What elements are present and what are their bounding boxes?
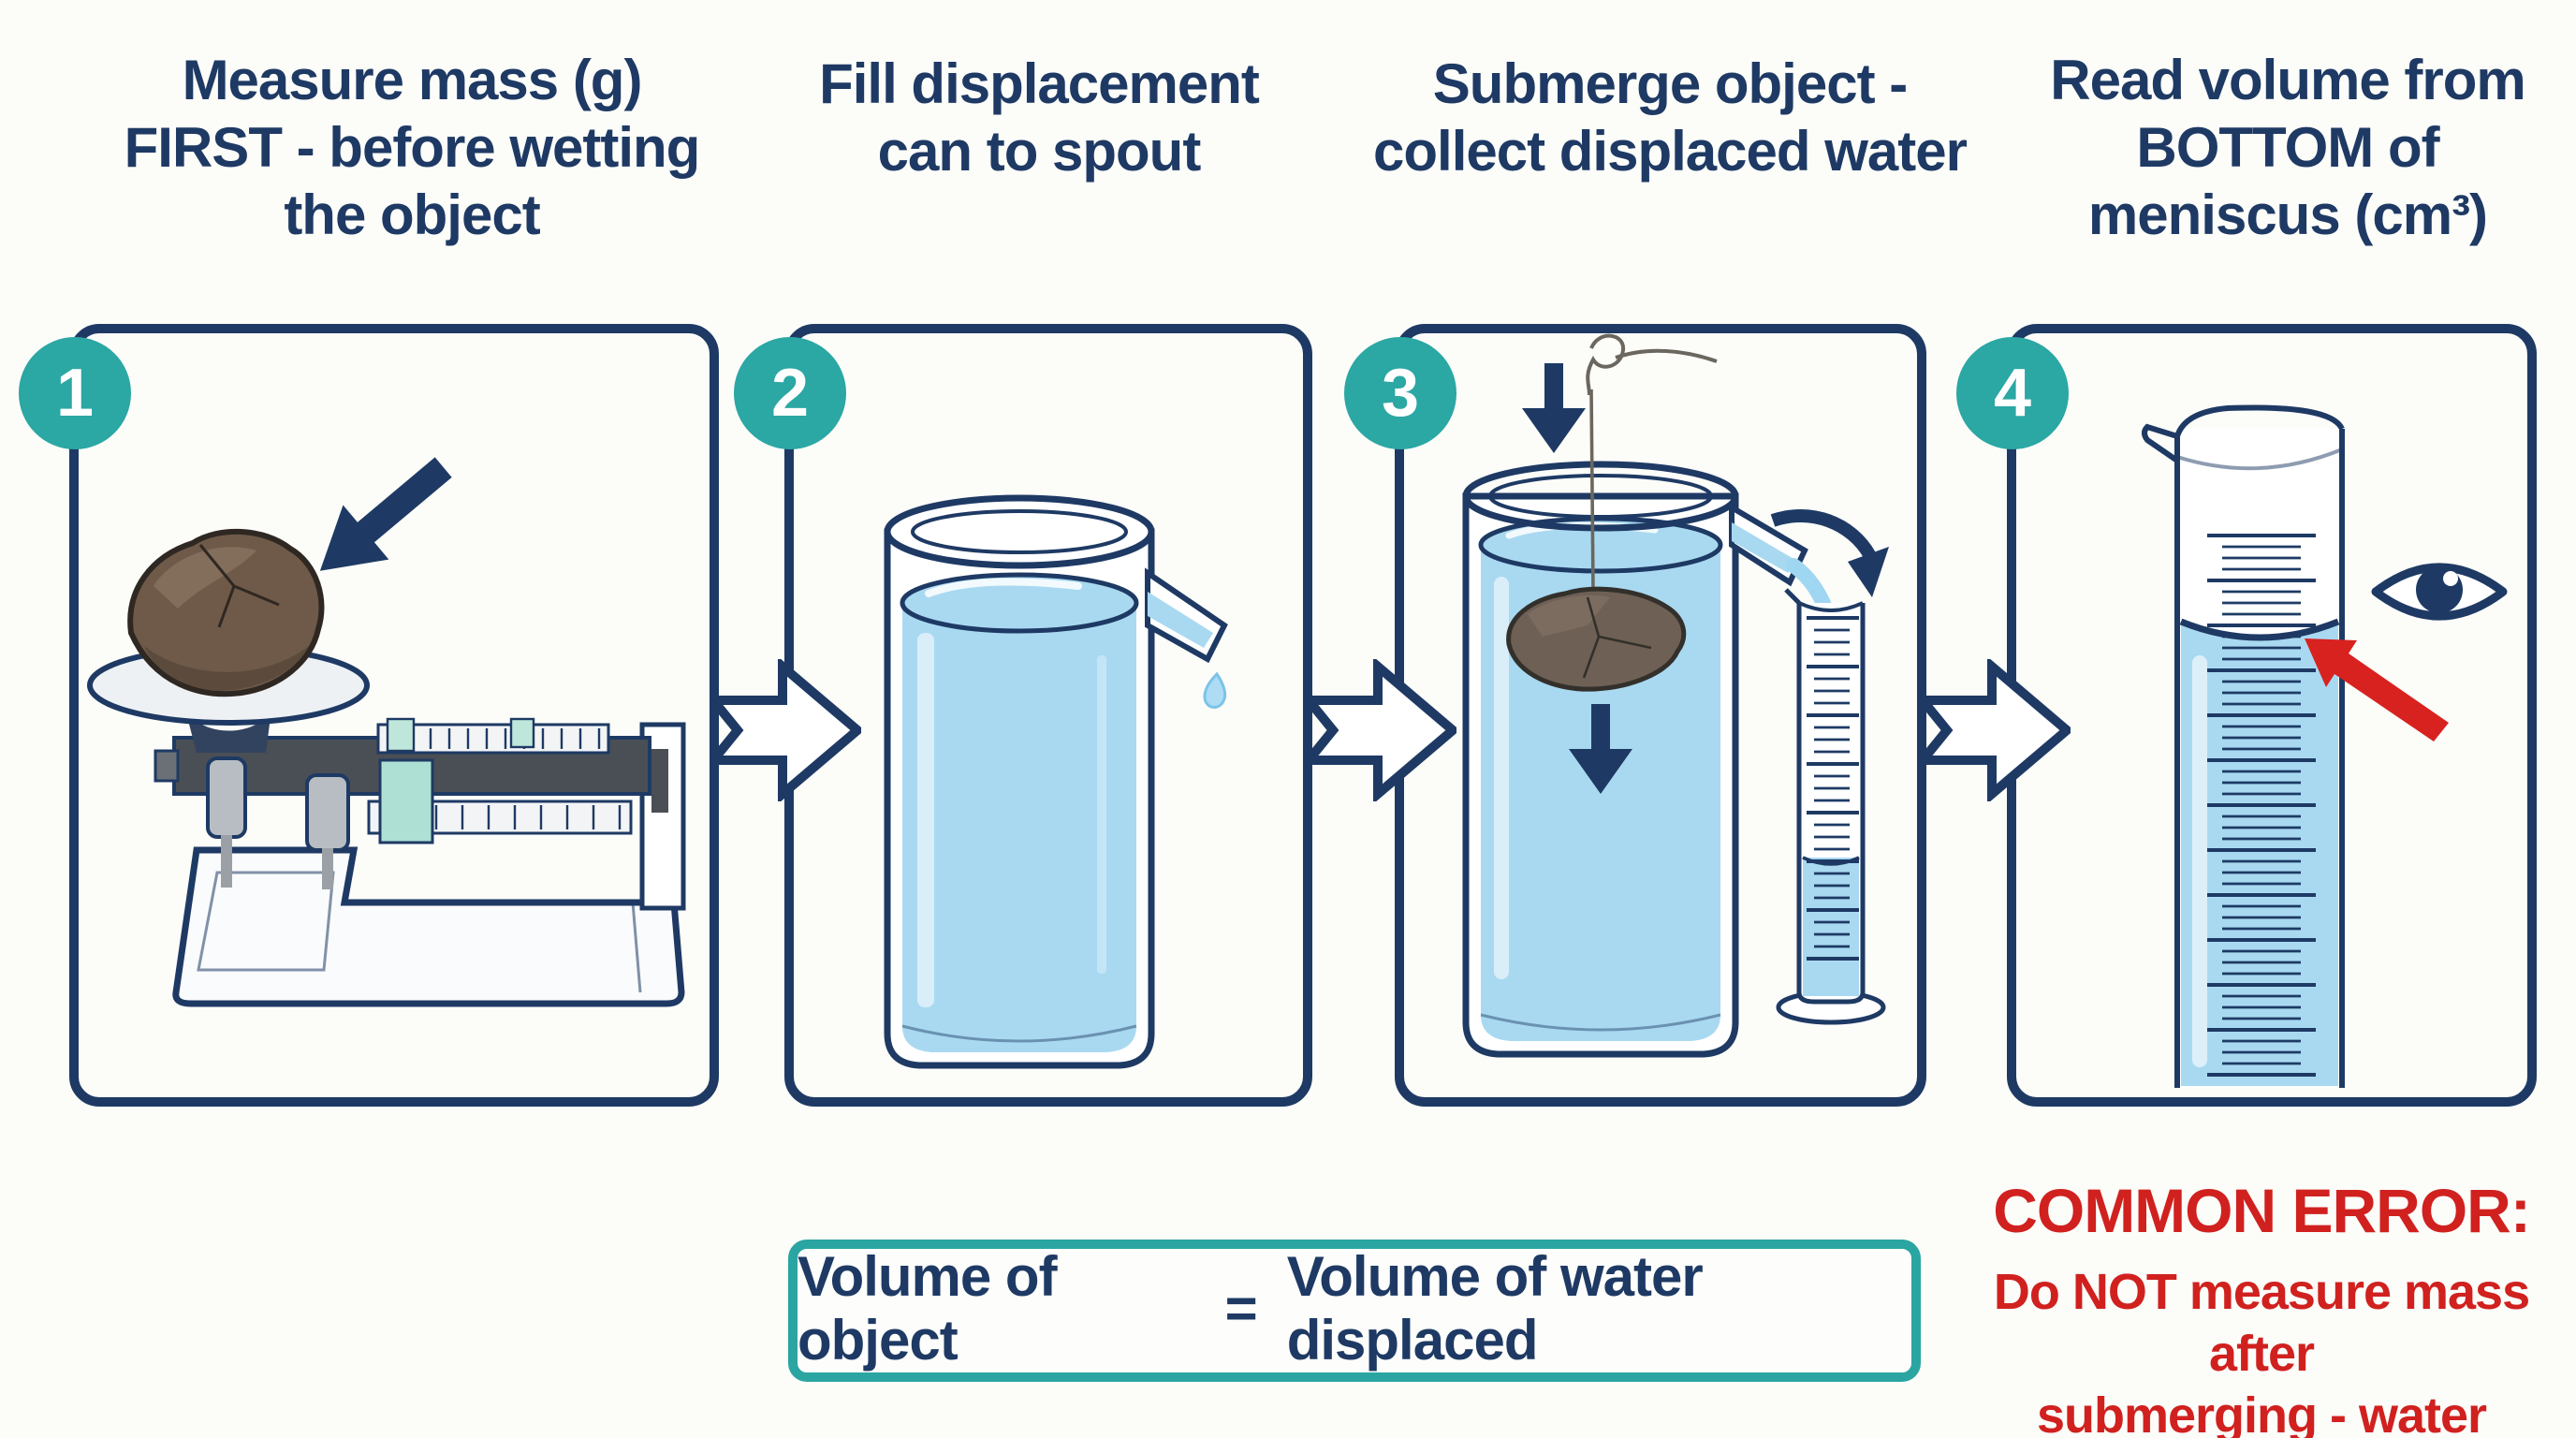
equation-left: Volume of object bbox=[798, 1247, 1058, 1372]
step2-panel: 2 bbox=[734, 324, 1312, 1107]
step2-caption: Fill displacement can to spout bbox=[819, 54, 1260, 183]
balance-riders bbox=[378, 717, 535, 844]
balance-ruler-top bbox=[376, 723, 610, 755]
spout bbox=[1145, 567, 1228, 664]
common-error-warning: COMMON ERROR: Do NOT measure mass after … bbox=[1947, 1176, 2576, 1438]
displacement-can-illustration bbox=[884, 494, 1228, 1069]
cylinder-rim bbox=[2142, 404, 2345, 463]
step4-caption: Read volume from BOTTOM of meniscus (cm³… bbox=[2050, 51, 2525, 247]
step-arrow-3-4 bbox=[1921, 659, 2071, 801]
displacement-can bbox=[884, 494, 1228, 1069]
warning-body: Do NOT measure mass after submerging - w… bbox=[1993, 1264, 2530, 1438]
rock bbox=[1506, 586, 1687, 692]
step4-panel: 4 bbox=[1956, 324, 2537, 1107]
pan-stem bbox=[185, 710, 271, 753]
step1-panel: 1 bbox=[19, 324, 719, 1107]
warning-title: COMMON ERROR: bbox=[1993, 1176, 2531, 1245]
step2-badge: 2 bbox=[734, 337, 846, 449]
step1-badge: 1 bbox=[19, 337, 131, 449]
displacement-can bbox=[1462, 461, 1808, 1058]
water-drop-icon bbox=[1203, 671, 1227, 709]
step4-badge: 4 bbox=[1956, 337, 2069, 449]
water bbox=[1802, 856, 1860, 996]
eye-icon bbox=[2371, 563, 2508, 621]
reading-illustration bbox=[2142, 404, 2508, 1088]
tick-marks bbox=[2207, 534, 2316, 1077]
equation-right: Volume of water displaced bbox=[1286, 1247, 1704, 1372]
submerge-illustration bbox=[1462, 333, 1889, 1058]
water bbox=[900, 572, 1139, 1052]
rock bbox=[127, 528, 325, 697]
water bbox=[2181, 624, 2338, 1086]
equation-box: Volume of object = Volume of water displ… bbox=[788, 1240, 1921, 1382]
step1-caption: Measure mass (g) FIRST - before wetting … bbox=[124, 51, 701, 247]
reading-arrow bbox=[2305, 638, 2449, 741]
submerge-arrow-top bbox=[1522, 363, 1586, 453]
measuring-cylinder bbox=[1776, 588, 1886, 1025]
graduated-cylinder bbox=[2142, 404, 2345, 1088]
step-arrow-2-3 bbox=[1307, 659, 1456, 801]
step3-caption: Submerge object - collect displaced wate… bbox=[1373, 54, 1968, 183]
step3-panel: 3 bbox=[1344, 324, 1926, 1107]
balance-illustration bbox=[87, 457, 686, 1007]
step3-badge: 3 bbox=[1344, 337, 1456, 449]
balance-knobs bbox=[206, 756, 350, 889]
balance-base bbox=[172, 846, 685, 1007]
tick-marks bbox=[1807, 616, 1859, 961]
pointer-arrow bbox=[319, 457, 452, 571]
pour-arrow bbox=[1770, 508, 1889, 597]
submerge-arrow-bottom bbox=[1569, 704, 1632, 794]
equation-equals: = bbox=[1224, 1279, 1258, 1341]
step-arrow-1-2 bbox=[711, 659, 861, 801]
can-rim bbox=[1462, 461, 1739, 532]
can-rim bbox=[884, 494, 1155, 569]
